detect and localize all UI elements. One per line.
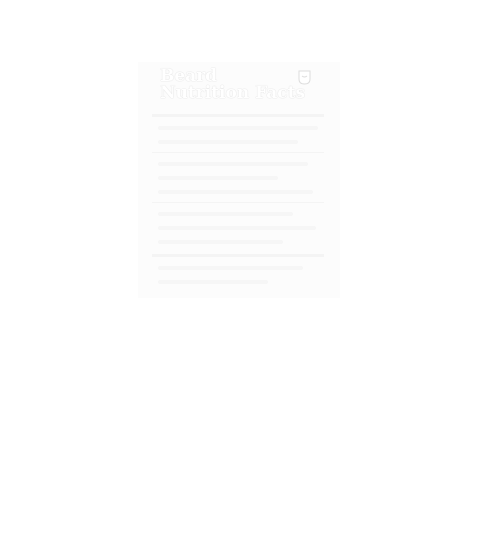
title-line-nutrition-facts: Nutrition Facts: [160, 83, 306, 103]
nutrition-facts-graphic: Beard Nutrition Facts: [138, 62, 340, 298]
divider-thick: [152, 114, 324, 117]
title-line-beard: Beard: [160, 66, 218, 86]
graphic-title: Beard Nutrition Facts: [160, 68, 305, 102]
beard-icon: [298, 70, 311, 85]
nutrient-row: [158, 266, 303, 270]
nutrient-row: [158, 212, 293, 216]
divider-thick: [152, 254, 324, 257]
nutrient-row: [158, 190, 313, 194]
nutrient-row: [158, 162, 308, 166]
nutrient-row: [158, 176, 278, 180]
nutrient-row: [158, 240, 283, 244]
divider: [152, 202, 324, 203]
nutrient-row: [158, 140, 298, 144]
nutrient-row: [158, 126, 318, 130]
nutrient-row: [158, 226, 316, 230]
nutrient-row: [158, 280, 268, 284]
divider: [152, 152, 324, 153]
